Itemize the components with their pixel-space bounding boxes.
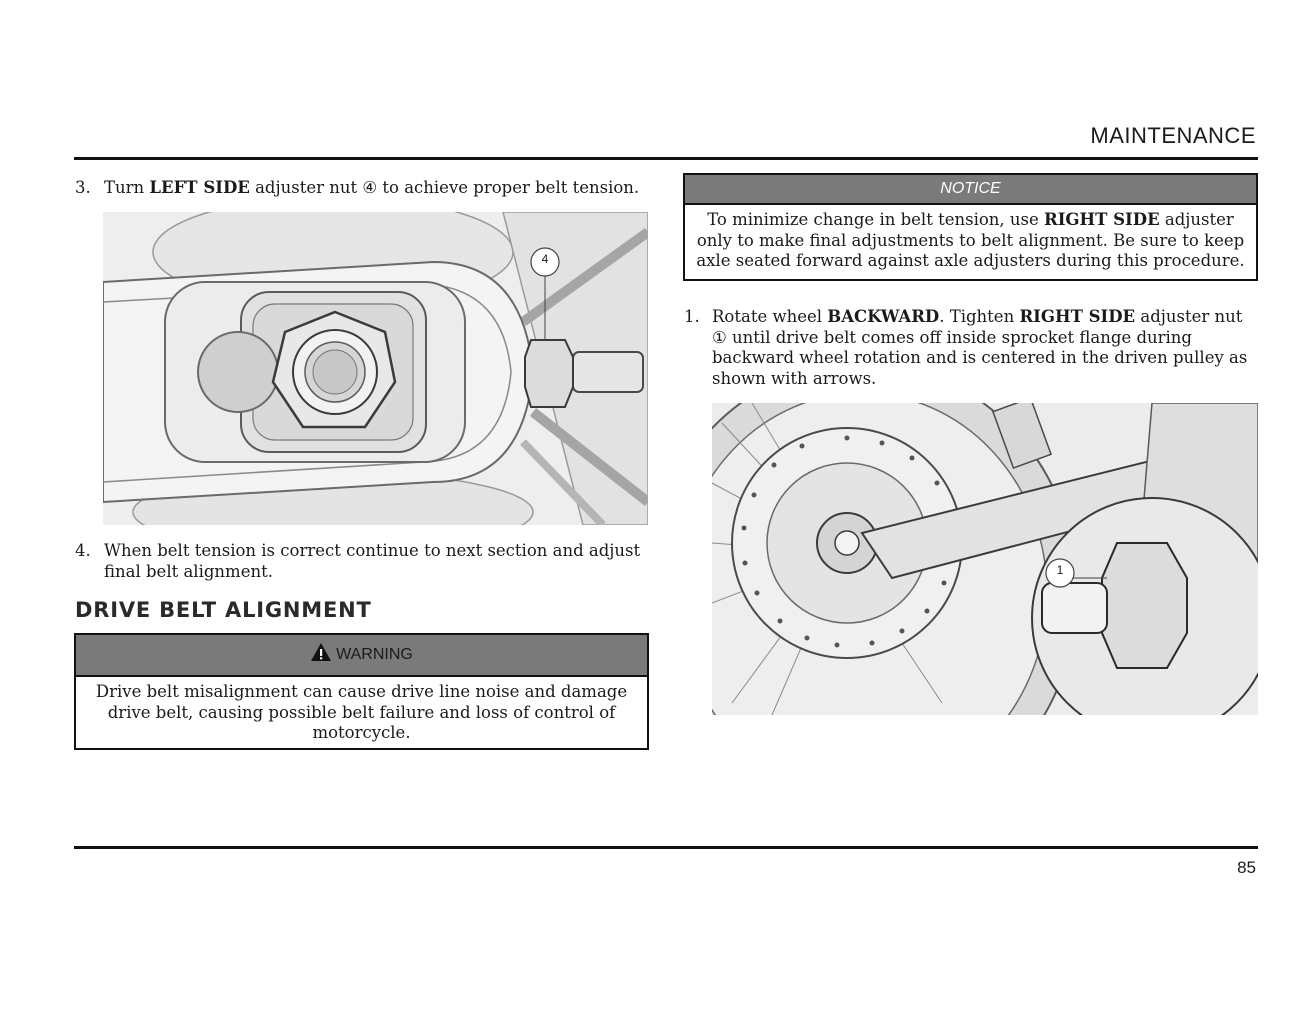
notice-line: only to make final adjustments to belt a… xyxy=(696,230,1245,250)
step-text: Rotate wheel BACKWARD. Tighten RIGHT SID… xyxy=(712,307,1247,389)
notice-line: axle seated forward against axle adjuste… xyxy=(696,251,1245,270)
right-wheel-illustration xyxy=(712,403,1258,715)
step-text-bold: BACKWARD xyxy=(827,307,940,326)
warning-title: WARNING xyxy=(336,646,413,663)
warning-triangle-icon xyxy=(310,638,332,678)
callout-label-4: 4 xyxy=(541,252,549,266)
step-text: When belt tension is correct continue to… xyxy=(104,541,640,582)
warning-line: Drive belt misalignment can cause drive … xyxy=(95,682,628,701)
step-text-part: Rotate wheel xyxy=(712,307,828,326)
step-line: backward wheel rotation and is centered … xyxy=(712,348,1248,367)
warning-header: WARNING xyxy=(76,635,647,677)
notice-text-bold: RIGHT SIDE xyxy=(1044,210,1160,229)
step-line: final belt alignment. xyxy=(104,561,273,581)
section-heading: DRIVE BELT ALIGNMENT xyxy=(75,598,372,622)
page-number: 85 xyxy=(1237,858,1256,877)
notice-body: To minimize change in belt tension, use … xyxy=(685,205,1256,272)
step-text-part: adjuster nut ④ to achieve proper belt te… xyxy=(249,178,640,197)
warning-box: WARNING Drive belt misalignment can caus… xyxy=(74,633,649,750)
figure-right-wheel: 1 xyxy=(712,403,1258,715)
callout-label-1: 1 xyxy=(1056,563,1064,577)
footer-rule xyxy=(74,846,1258,849)
step-text-part: adjuster nut xyxy=(1135,307,1243,326)
step-line: When belt tension is correct continue to… xyxy=(104,541,641,560)
notice-header: NOTICE xyxy=(685,175,1256,205)
step-text: Turn LEFT SIDE adjuster nut ④ to achieve… xyxy=(104,178,639,199)
step-text-bold: RIGHT SIDE xyxy=(1019,307,1136,326)
section-header: MAINTENANCE xyxy=(1090,123,1256,148)
step-line: Rotate wheel BACKWARD. Tighten RIGHT SID… xyxy=(712,307,1247,328)
figure-left-adjuster: 4 xyxy=(103,212,648,525)
step-number: 4. xyxy=(75,541,91,560)
step-line: shown with arrows. xyxy=(712,368,877,388)
notice-text-part: adjuster xyxy=(1159,210,1234,229)
warning-line: drive belt, causing possible belt failur… xyxy=(107,702,616,722)
step-line: ① until drive belt comes off inside spro… xyxy=(712,327,1192,347)
notice-box: NOTICE To minimize change in belt tensio… xyxy=(683,173,1258,281)
header-rule xyxy=(74,157,1258,160)
step-text-part: Turn xyxy=(104,178,150,197)
notice-line: To minimize change in belt tension, use … xyxy=(685,210,1256,231)
step-number: 3. xyxy=(75,178,91,197)
notice-text-part: To minimize change in belt tension, use xyxy=(707,210,1044,229)
warning-line: motorcycle. xyxy=(312,723,411,742)
step-number: 1. xyxy=(684,307,700,326)
warning-body: Drive belt misalignment can cause drive … xyxy=(76,677,647,744)
left-adjuster-illustration xyxy=(103,212,648,525)
step-text-bold: LEFT SIDE xyxy=(149,178,250,197)
step-text-part: . Tighten xyxy=(939,307,1020,326)
